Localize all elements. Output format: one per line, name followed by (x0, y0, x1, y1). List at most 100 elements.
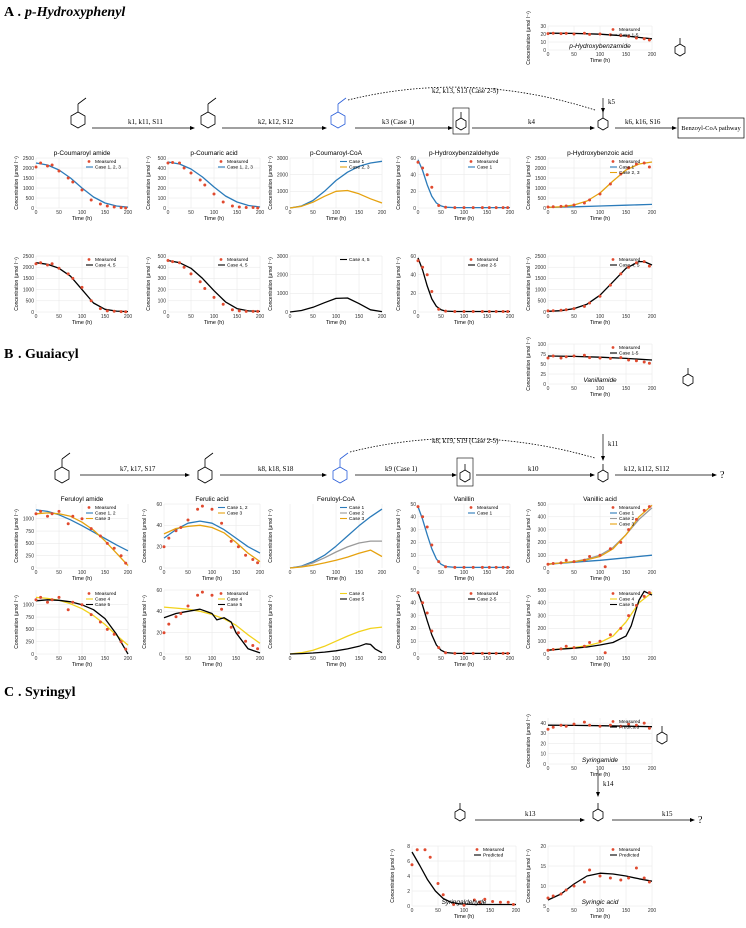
legend-label: Case 4, 5 (349, 257, 370, 263)
x-tick-label: 100 (78, 314, 87, 320)
y-tick-label: 40 (410, 515, 416, 521)
arrow-label: k12, k112, S112 (624, 465, 670, 473)
data-point (124, 561, 128, 565)
data-point (444, 205, 448, 209)
data-point (46, 600, 49, 604)
x-tick-label: 50 (438, 314, 444, 320)
legend-marker (219, 592, 223, 595)
data-point (559, 356, 563, 360)
data-point (598, 553, 602, 557)
data-point (437, 204, 441, 207)
y-tick-label: 0 (31, 566, 34, 572)
data-point (421, 515, 425, 519)
unknown-product: ? (720, 470, 725, 481)
x-tick-label: 150 (355, 656, 364, 662)
data-point (430, 629, 434, 633)
legend-label: Measured (619, 345, 641, 351)
y-tick-label: 1000 (535, 186, 546, 192)
x-tick-label: 100 (596, 210, 605, 216)
arrow-label: k2, k12, S12 (258, 118, 294, 126)
legend-marker (611, 720, 615, 723)
y-tick-label: 1000 (23, 186, 34, 192)
dashed-arrow (347, 86, 596, 111)
y-tick-label: 1500 (535, 276, 546, 282)
y-tick-label: 60 (410, 156, 416, 162)
data-point (46, 514, 49, 518)
chart-title: Feruloyl amide (61, 496, 104, 503)
data-point (559, 892, 563, 896)
x-tick-label: 150 (232, 656, 241, 662)
y-tick-label: 30 (410, 527, 416, 533)
data-point (588, 32, 592, 36)
y-tick-label: 20 (410, 291, 416, 297)
data-point (471, 206, 475, 210)
y-tick-label: 0 (543, 310, 546, 316)
x-tick-label: 50 (56, 570, 62, 576)
x-axis-label: Time (h) (72, 320, 92, 326)
x-axis-label: Time (h) (454, 914, 474, 920)
y-tick-label: 0 (31, 310, 34, 316)
data-point (244, 553, 248, 557)
legend-label: Case 2 (349, 511, 365, 517)
x-tick-label: 200 (648, 210, 657, 216)
data-point (50, 598, 54, 602)
x-tick-label: 50 (571, 766, 577, 772)
y-tick-label: 40 (540, 721, 546, 727)
data-point (487, 565, 491, 569)
data-point (582, 201, 586, 205)
chart-title: Vanillic acid (583, 496, 617, 503)
x-tick-label: 50 (185, 656, 191, 662)
arrowhead (185, 473, 190, 477)
y-tick-label: 500 (26, 299, 35, 305)
y-tick-label: 6 (407, 859, 410, 865)
legend-marker (469, 506, 473, 509)
y-tick-label: 300 (158, 176, 167, 182)
data-point (251, 206, 255, 209)
data-point (244, 639, 248, 643)
y-tick-label: 25 (540, 372, 546, 378)
x-tick-label: 50 (438, 656, 444, 662)
data-point (572, 560, 576, 564)
data-point (546, 309, 550, 313)
data-point (588, 301, 592, 305)
y-tick-label: 0 (285, 310, 288, 316)
data-point (453, 565, 457, 569)
data-point (423, 848, 427, 852)
y-tick-label: 500 (26, 627, 35, 633)
data-point (551, 894, 555, 898)
data-point (89, 527, 93, 531)
molecule-icon (656, 726, 668, 745)
data-point (71, 514, 75, 518)
data-point (444, 651, 448, 655)
data-point (80, 517, 84, 521)
y-tick-label: 2000 (23, 265, 34, 271)
legend-label: Case 1, 2 (95, 511, 116, 517)
x-axis-label: Time (h) (326, 216, 346, 222)
x-axis-label: Time (h) (202, 576, 222, 582)
y-tick-label: 60 (410, 254, 416, 260)
arrow-label: k3 (Case 1) (382, 118, 415, 126)
pathway-a: k1, k11, S11 k2, k12, S12 k3 (Case 1) k4… (70, 38, 745, 139)
arrow-label: k9 (Case 1) (385, 465, 418, 473)
legend-label: Case 2, 3 (349, 165, 370, 171)
data-point (210, 507, 214, 511)
data-point (494, 565, 498, 569)
x-tick-label: 0 (417, 314, 420, 320)
x-tick-label: 50 (56, 656, 62, 662)
y-tick-label: 20 (156, 630, 162, 636)
y-tick-label: 0 (543, 566, 546, 572)
y-tick-label: 200 (158, 186, 167, 192)
data-point (220, 521, 224, 525)
data-point (98, 534, 102, 538)
data-point (236, 545, 240, 549)
